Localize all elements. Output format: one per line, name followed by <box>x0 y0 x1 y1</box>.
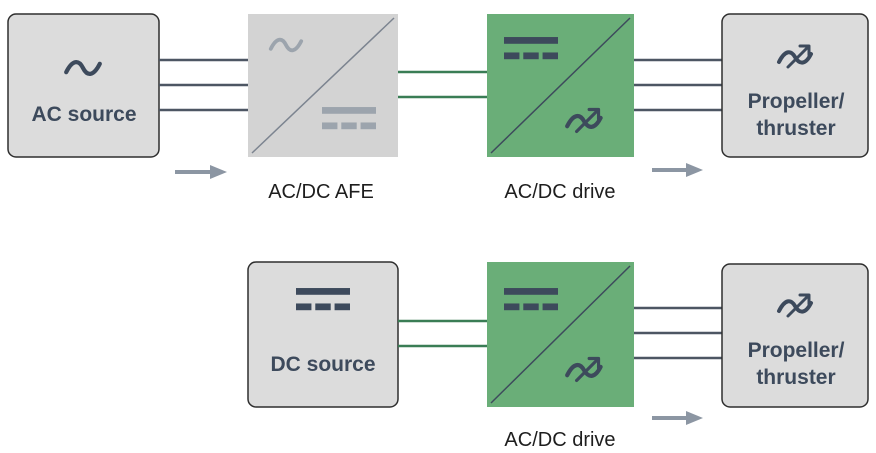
load-label-line1: Propeller/ <box>748 339 845 362</box>
row1-propeller-load: Propeller/ thruster <box>721 13 869 158</box>
drive-caption: AC/DC drive <box>504 181 615 203</box>
afe-caption: AC/DC AFE <box>268 181 374 203</box>
dc-source-label: DC source <box>270 353 375 376</box>
load-label-line2: thruster <box>756 366 835 389</box>
row1-afe-converter <box>248 14 398 157</box>
row2-wires-ac-out <box>634 306 722 360</box>
row1-wires-dc-link <box>398 70 487 99</box>
row1-power-flow-arrow-right <box>652 163 703 177</box>
row1-drive-converter <box>487 14 634 157</box>
drive-caption: AC/DC drive <box>504 429 615 451</box>
load-label-line2: thruster <box>756 117 835 140</box>
ac-source-label: AC source <box>31 103 136 126</box>
row2-propeller-load: Propeller/ thruster <box>721 263 869 408</box>
row2-wires-dc-link <box>398 319 487 348</box>
row2-drive-converter <box>487 262 634 407</box>
row1-power-flow-arrow-left <box>175 165 227 179</box>
row2-dc-source: DC source <box>247 261 399 408</box>
row2-power-flow-arrow <box>652 411 703 425</box>
row1-ac-source: AC source <box>7 13 160 158</box>
load-label-line1: Propeller/ <box>748 90 845 113</box>
row1-wires-ac-in <box>159 58 248 112</box>
row1-wires-ac-out <box>634 58 722 112</box>
